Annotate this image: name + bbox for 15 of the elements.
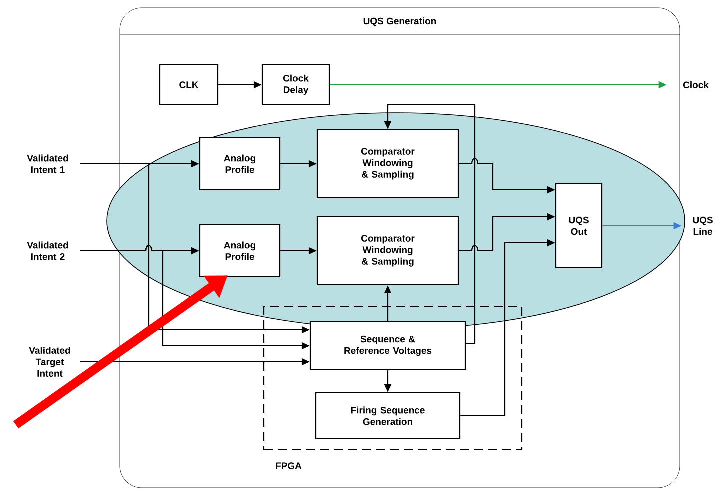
process-box: Clock Delay <box>262 64 330 106</box>
node-label: FPGA <box>276 462 302 470</box>
process-box: Comparator Windowing & Sampling <box>316 129 460 199</box>
process-box: Analog Profile <box>199 137 281 191</box>
input-label: Validated Intent 1 <box>27 154 68 174</box>
process-box: CLK <box>159 64 219 106</box>
input-label: Validated Intent 2 <box>27 242 68 260</box>
process-box: Analog Profile <box>199 224 281 278</box>
input-label: Validated Target Intent <box>29 347 70 377</box>
process-box: Comparator Windowing & Sampling <box>316 216 460 286</box>
process-box: Sequence & Reference Voltages <box>310 321 466 371</box>
process-box: UQS Out <box>555 183 603 269</box>
output-label: UQS Line <box>693 216 713 236</box>
process-box: Firing Sequence Generation <box>315 392 461 440</box>
output-label: Clock <box>683 82 709 88</box>
